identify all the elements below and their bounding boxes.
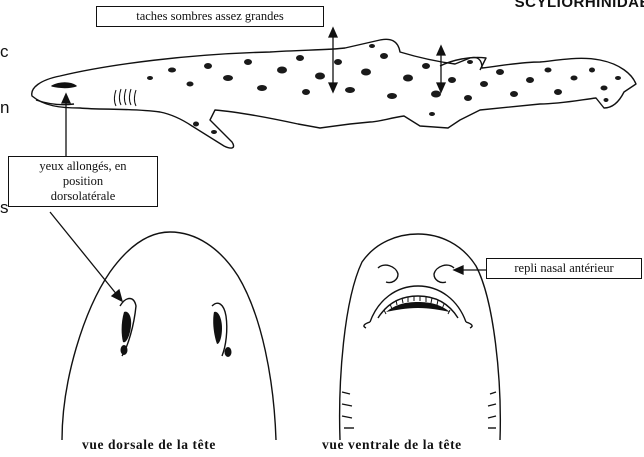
eyes-label-line-1: yeux allongés, en [13,159,153,174]
ventral-mouth-fill [386,302,450,312]
spots-pointer-arrows [329,28,445,92]
shark-eye [52,83,76,88]
dorsal-eye-marks [121,312,232,357]
ventral-head-outline [340,234,501,440]
nasal-pointer-arrow [454,266,486,274]
ventral-right-nasal-fold [434,265,454,282]
ventral-left-nasal-fold [378,265,398,282]
spots-label: taches sombres assez grandes [96,6,324,27]
eyes-label: yeux allongés, en position dorsolatérale [8,156,158,207]
shark-lateral-view [32,39,636,148]
dorsal-view-caption: vue dorsale de la tête [82,437,216,453]
dorsal-eye-pointer-arrow [50,212,122,301]
nasal-label: repli nasal antérieur [486,258,642,279]
eyes-label-line-2: position [13,174,153,189]
eyes-label-line-3: dorsolatérale [13,189,153,204]
shark-body-outline [32,39,636,148]
dorsal-head-view [62,232,276,440]
ventral-view-caption: vue ventrale de la tête [322,437,462,453]
dorsal-head-outline [62,232,276,440]
ventral-head-view [340,234,501,440]
